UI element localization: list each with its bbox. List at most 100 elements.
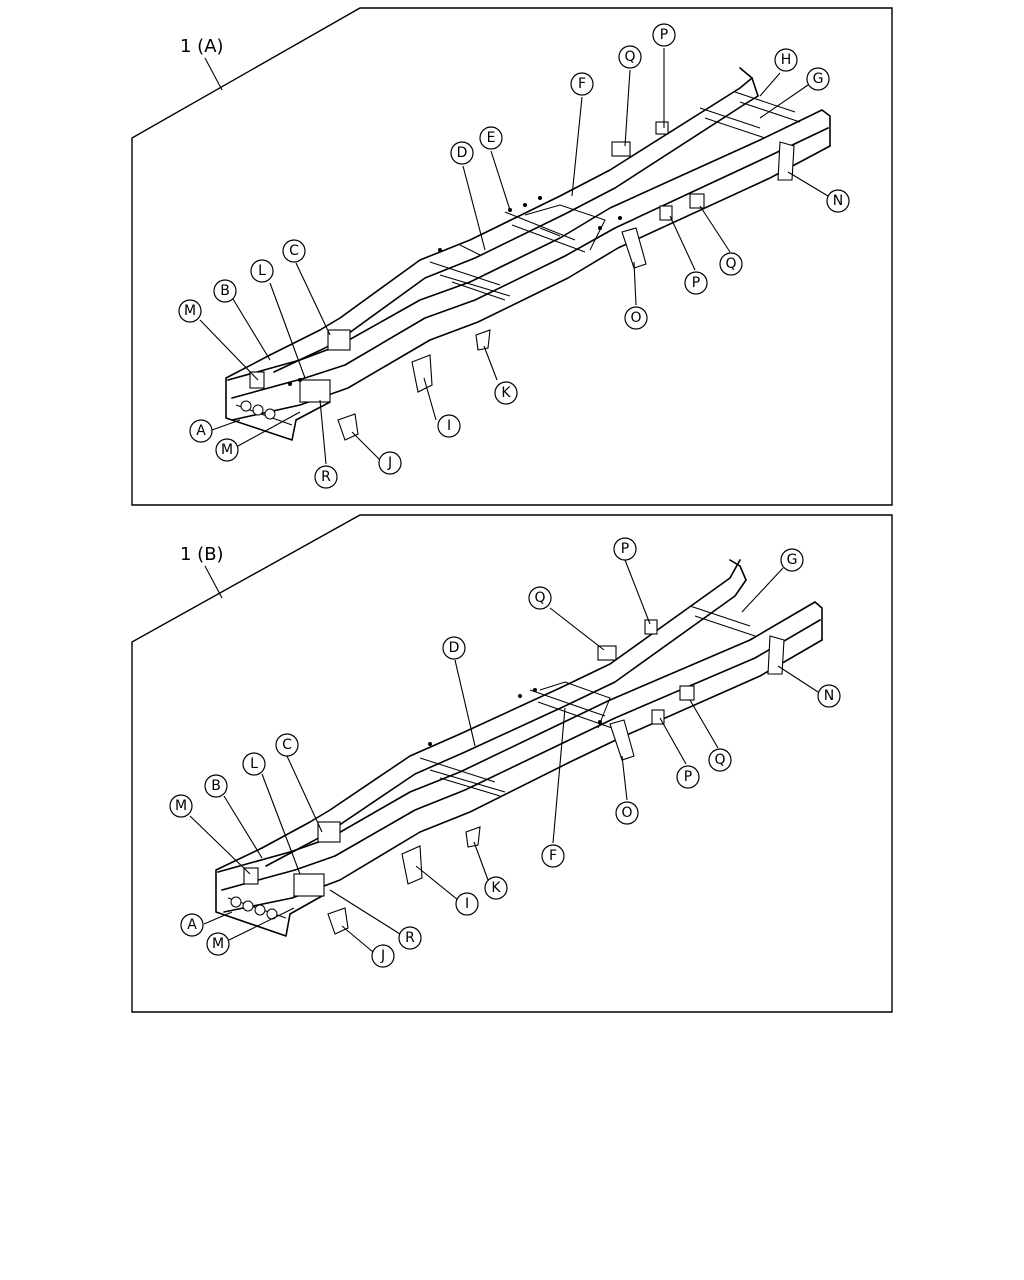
svg-text:M: M [212,936,224,952]
part-i-b [401,845,423,885]
callout-a-m-upper: M [178,299,202,323]
part-q-lower-b [679,685,695,701]
svg-text:C: C [289,243,299,259]
svg-text:B: B [211,778,221,794]
svg-text:I: I [465,896,469,912]
callout-b-r: R [398,926,422,950]
svg-text:M: M [221,442,233,458]
panel-a-outline [131,7,893,506]
svg-text:L: L [258,263,266,279]
callout-a-q-upper: Q [618,45,642,69]
svg-text:G: G [787,552,798,568]
svg-text:A: A [187,917,197,933]
panel-b-title-leader [204,565,223,599]
part-r [299,379,331,403]
callout-b-b: B [204,774,228,798]
part-i [411,354,433,393]
callout-a-e: E [479,126,503,150]
callout-a-f: F [570,72,594,96]
svg-text:R: R [405,930,415,946]
svg-text:O: O [621,805,632,821]
callout-a-i: I [437,414,461,438]
callout-b-l: L [242,752,266,776]
callout-b-m-lower: M [206,932,230,956]
callout-b-i: I [455,892,479,916]
svg-text:O: O [630,310,641,326]
part-p-upper-b [644,619,658,635]
svg-text:A: A [196,423,206,439]
callout-b-j: J [371,944,395,968]
part-k [475,329,491,351]
svg-text:P: P [621,541,629,557]
callout-a-r: R [314,465,338,489]
callout-b-p-upper: P [613,537,637,561]
callout-a-c: C [282,239,306,263]
part-p-lower [659,205,673,221]
svg-text:I: I [447,418,451,434]
callout-a-n: N [826,189,850,213]
svg-text:D: D [449,640,460,656]
svg-text:Q: Q [534,590,545,606]
callout-b-m-upper: M [169,794,193,818]
part-c [327,329,351,351]
callout-b-g: G [780,548,804,572]
callout-a-k: K [494,381,518,405]
callout-b-c: C [275,733,299,757]
part-r-b [293,873,325,897]
svg-text:P: P [692,275,700,291]
panel-b-title: 1 (B) [180,544,224,565]
callout-a-p-upper: P [652,23,676,47]
leaders-a [199,48,829,465]
part-c-b [317,821,341,843]
part-q-upper [611,141,631,157]
callout-b-k: K [484,876,508,900]
callout-b-p-lower: P [676,765,700,789]
panel-a-title-leader [204,57,223,91]
svg-text:Q: Q [725,256,736,272]
svg-text:P: P [684,769,692,785]
callout-b-d: D [442,636,466,660]
callout-a-j: J [378,451,402,475]
svg-text:B: B [220,283,230,299]
svg-text:F: F [578,76,586,92]
leaders-b [189,559,819,953]
callout-b-q-lower: Q [708,748,732,772]
callout-a-a: A [189,419,213,443]
svg-text:J: J [380,948,385,964]
svg-text:F: F [549,848,557,864]
svg-text:L: L [250,756,258,772]
callout-b-a: A [180,913,204,937]
svg-text:K: K [501,385,511,401]
panel-a-title: 1 (A) [180,36,224,57]
svg-text:H: H [781,52,792,68]
panel-b: 1 (B) [131,514,893,1013]
callout-a-b: B [213,279,237,303]
svg-text:J: J [387,455,392,471]
callout-a-q-lower: Q [719,252,743,276]
callout-a-m-lower: M [215,438,239,462]
parts-a [240,121,795,441]
svg-text:M: M [184,303,196,319]
part-o-b [609,719,635,761]
callouts-a: A B C D E F G H I J K L M M N O P P Q Q … [178,23,850,489]
svg-text:R: R [321,469,331,485]
panel-a: 1 (A) [131,7,893,506]
svg-text:K: K [491,880,501,896]
part-o [621,227,647,269]
chassis-frame-b [215,559,823,937]
callout-a-h: H [774,48,798,72]
svg-text:C: C [282,737,292,753]
svg-text:Q: Q [624,49,635,65]
svg-text:M: M [175,798,187,814]
callout-a-g: G [806,67,830,91]
callout-b-o: O [615,801,639,825]
callout-a-o: O [624,306,648,330]
callout-a-l: L [250,259,274,283]
part-n-b [767,635,785,675]
svg-text:P: P [660,27,668,43]
part-n [777,141,795,181]
callout-a-d: D [450,141,474,165]
part-p-upper [655,121,669,135]
svg-text:G: G [813,71,824,87]
